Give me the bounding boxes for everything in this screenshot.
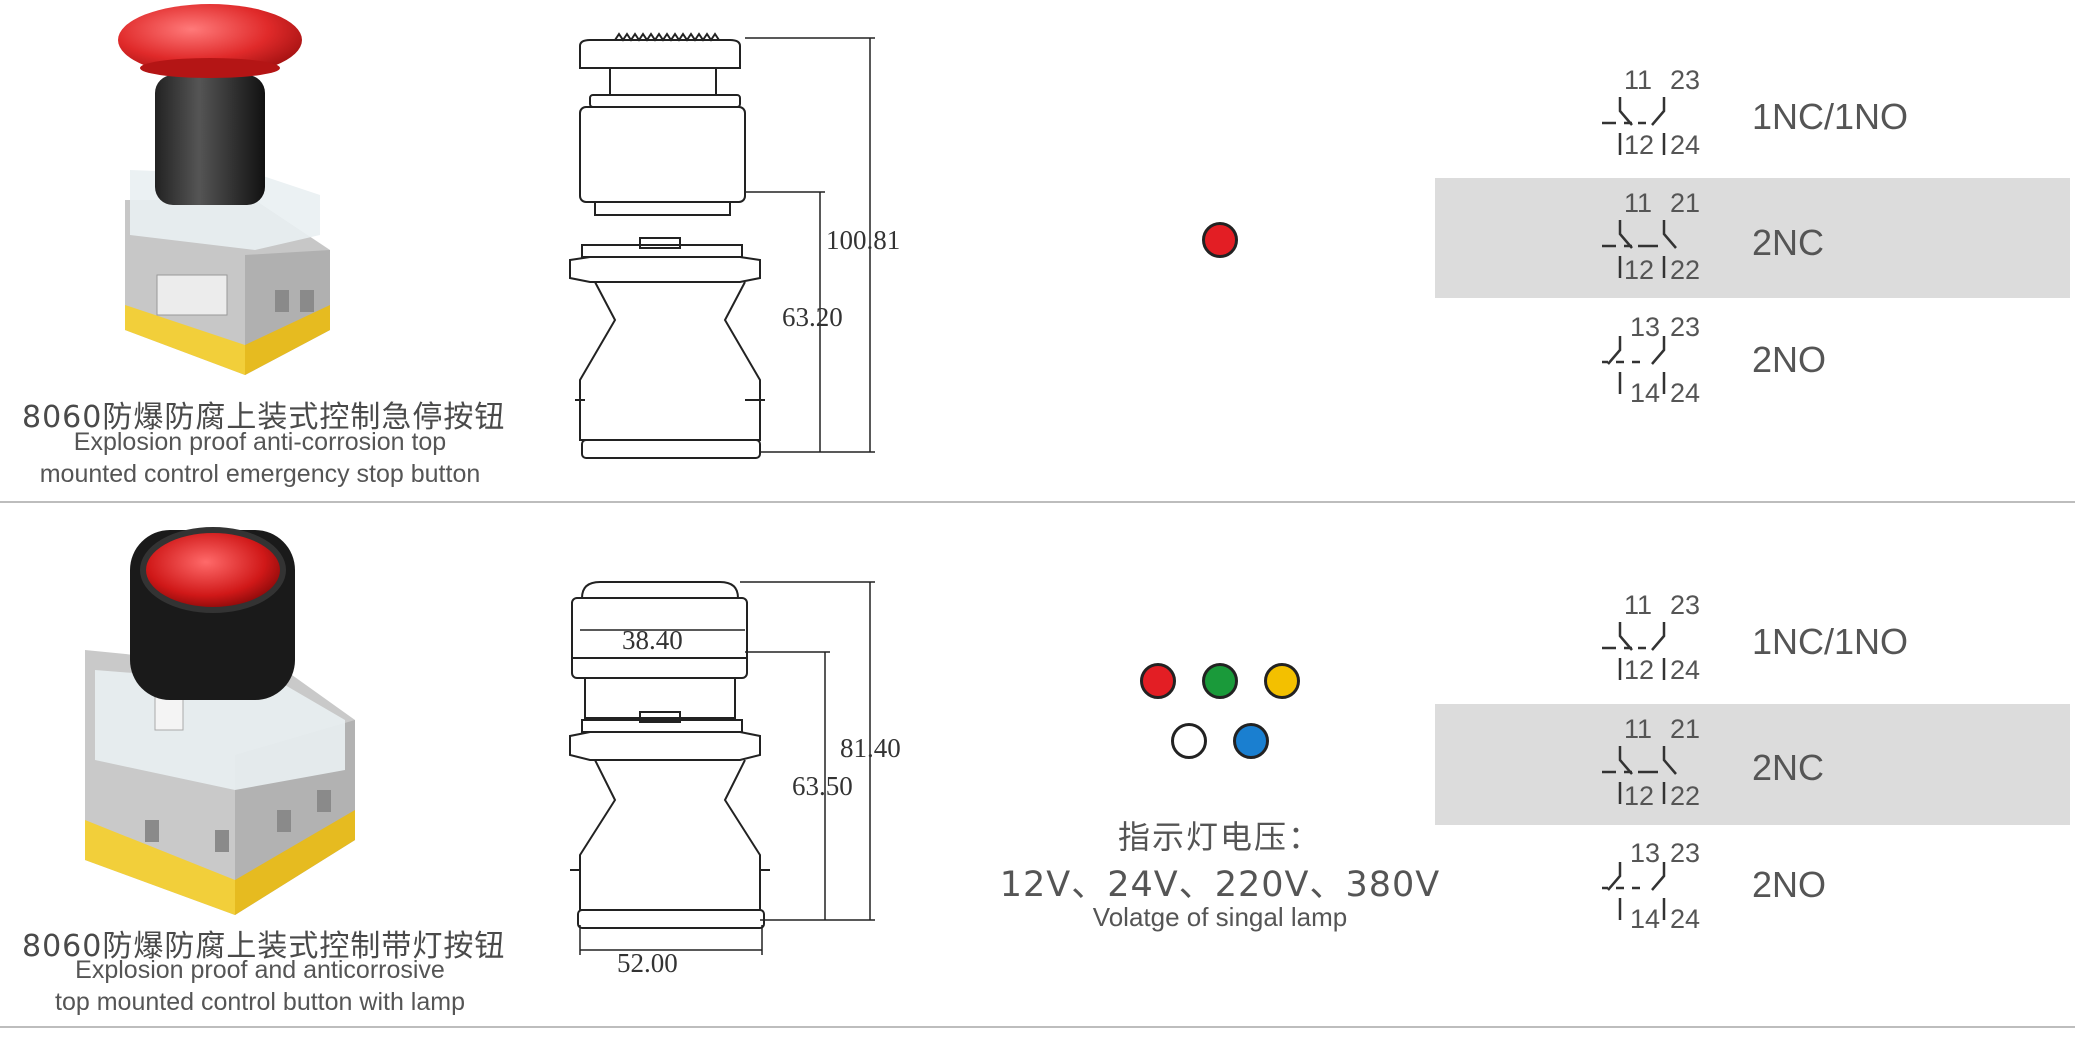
lamp-color-blue [1233,723,1269,759]
product-title-en-line1: Explosion proof anti-corrosion top [73,428,447,456]
terminal-top-right: 21 [1670,188,1701,218]
product-title-en-line2: mounted control emergency stop button [39,460,481,488]
contact-label: 1NC/1NO [1752,621,1909,662]
terminal-bottom-left: 12 [1624,655,1655,685]
terminal-bottom-right: 24 [1670,378,1701,408]
terminal-top-right: 21 [1670,714,1701,744]
terminal-top-left: 11 [1624,65,1653,95]
product-title-en-line1: Explosion proof and anticorrosive [75,956,445,984]
product-title-cn: 8060防爆防腐上装式控制带灯按钮 [22,929,506,964]
dimension-body-height: 63.50 [792,771,853,801]
lamp-voltage-title-en: Volatge of singal lamp [1092,902,1348,932]
terminal-top-right: 23 [1670,590,1701,620]
terminal-top-left: 11 [1624,590,1653,620]
terminal-top-right: 23 [1670,312,1701,342]
contact-label: 2NO [1752,339,1827,380]
contact-row-shade [1435,704,2070,825]
terminal-bottom-right: 24 [1670,655,1701,685]
emergency-stop-button-photo [118,4,330,375]
terminal-top-left: 11 [1624,714,1653,744]
product-title-en-line2: top mounted control button with lamp [55,988,465,1016]
dimension-base-width: 52.00 [617,948,678,978]
dimension-total-height: 81.40 [840,733,901,763]
contact-symbol-icon [1602,336,1666,394]
terminal-bottom-left: 12 [1624,130,1655,160]
contact-symbol-icon [1602,862,1666,920]
dimension-body-height: 63.20 [782,302,843,332]
lamp-color-red [1202,222,1238,258]
terminal-bottom-right: 22 [1670,255,1701,285]
terminal-bottom-left: 12 [1624,255,1655,285]
terminal-bottom-right: 24 [1670,904,1701,934]
terminal-top-left: 11 [1624,188,1653,218]
terminal-bottom-left: 12 [1624,781,1655,811]
contact-label: 1NC/1NO [1752,96,1909,137]
lamp-voltage-title-cn: 指示灯电压： [1117,818,1322,856]
section-divider [0,1026,2075,1028]
lamp-color-yellow [1264,663,1300,699]
contact-symbol-icon [1602,622,1666,680]
contact-symbol-icon [1602,97,1666,155]
contact-label: 2NC [1752,222,1825,263]
dimension-head-width: 38.40 [622,625,683,655]
lamp-color-red [1140,663,1176,699]
lamp-color-white [1171,723,1207,759]
terminal-bottom-right: 24 [1670,130,1701,160]
contact-label: 2NC [1752,747,1825,788]
product-title-cn: 8060防爆防腐上装式控制急停按钮 [22,400,506,435]
lamp-button-dimension-drawing [569,581,875,955]
contact-label: 2NO [1752,864,1827,905]
terminal-top-left: 13 [1630,838,1661,868]
terminal-top-right: 23 [1670,65,1701,95]
terminal-bottom-left: 14 [1630,378,1661,408]
terminal-top-left: 13 [1630,312,1661,342]
lamp-button-photo [85,527,355,915]
dimension-total-height: 100.81 [826,225,901,255]
section-divider [0,501,2075,503]
terminal-bottom-left: 14 [1630,904,1661,934]
lamp-color-green [1202,663,1238,699]
emergency-stop-dimension-drawing [569,32,875,459]
contact-row-shade [1435,178,2070,298]
terminal-top-right: 23 [1670,838,1701,868]
contact-symbol-icon [1602,220,1677,278]
lamp-voltage-values: 12V、24V、220V、380V [999,865,1441,905]
terminal-bottom-right: 22 [1670,781,1701,811]
contact-symbol-icon [1602,746,1677,804]
